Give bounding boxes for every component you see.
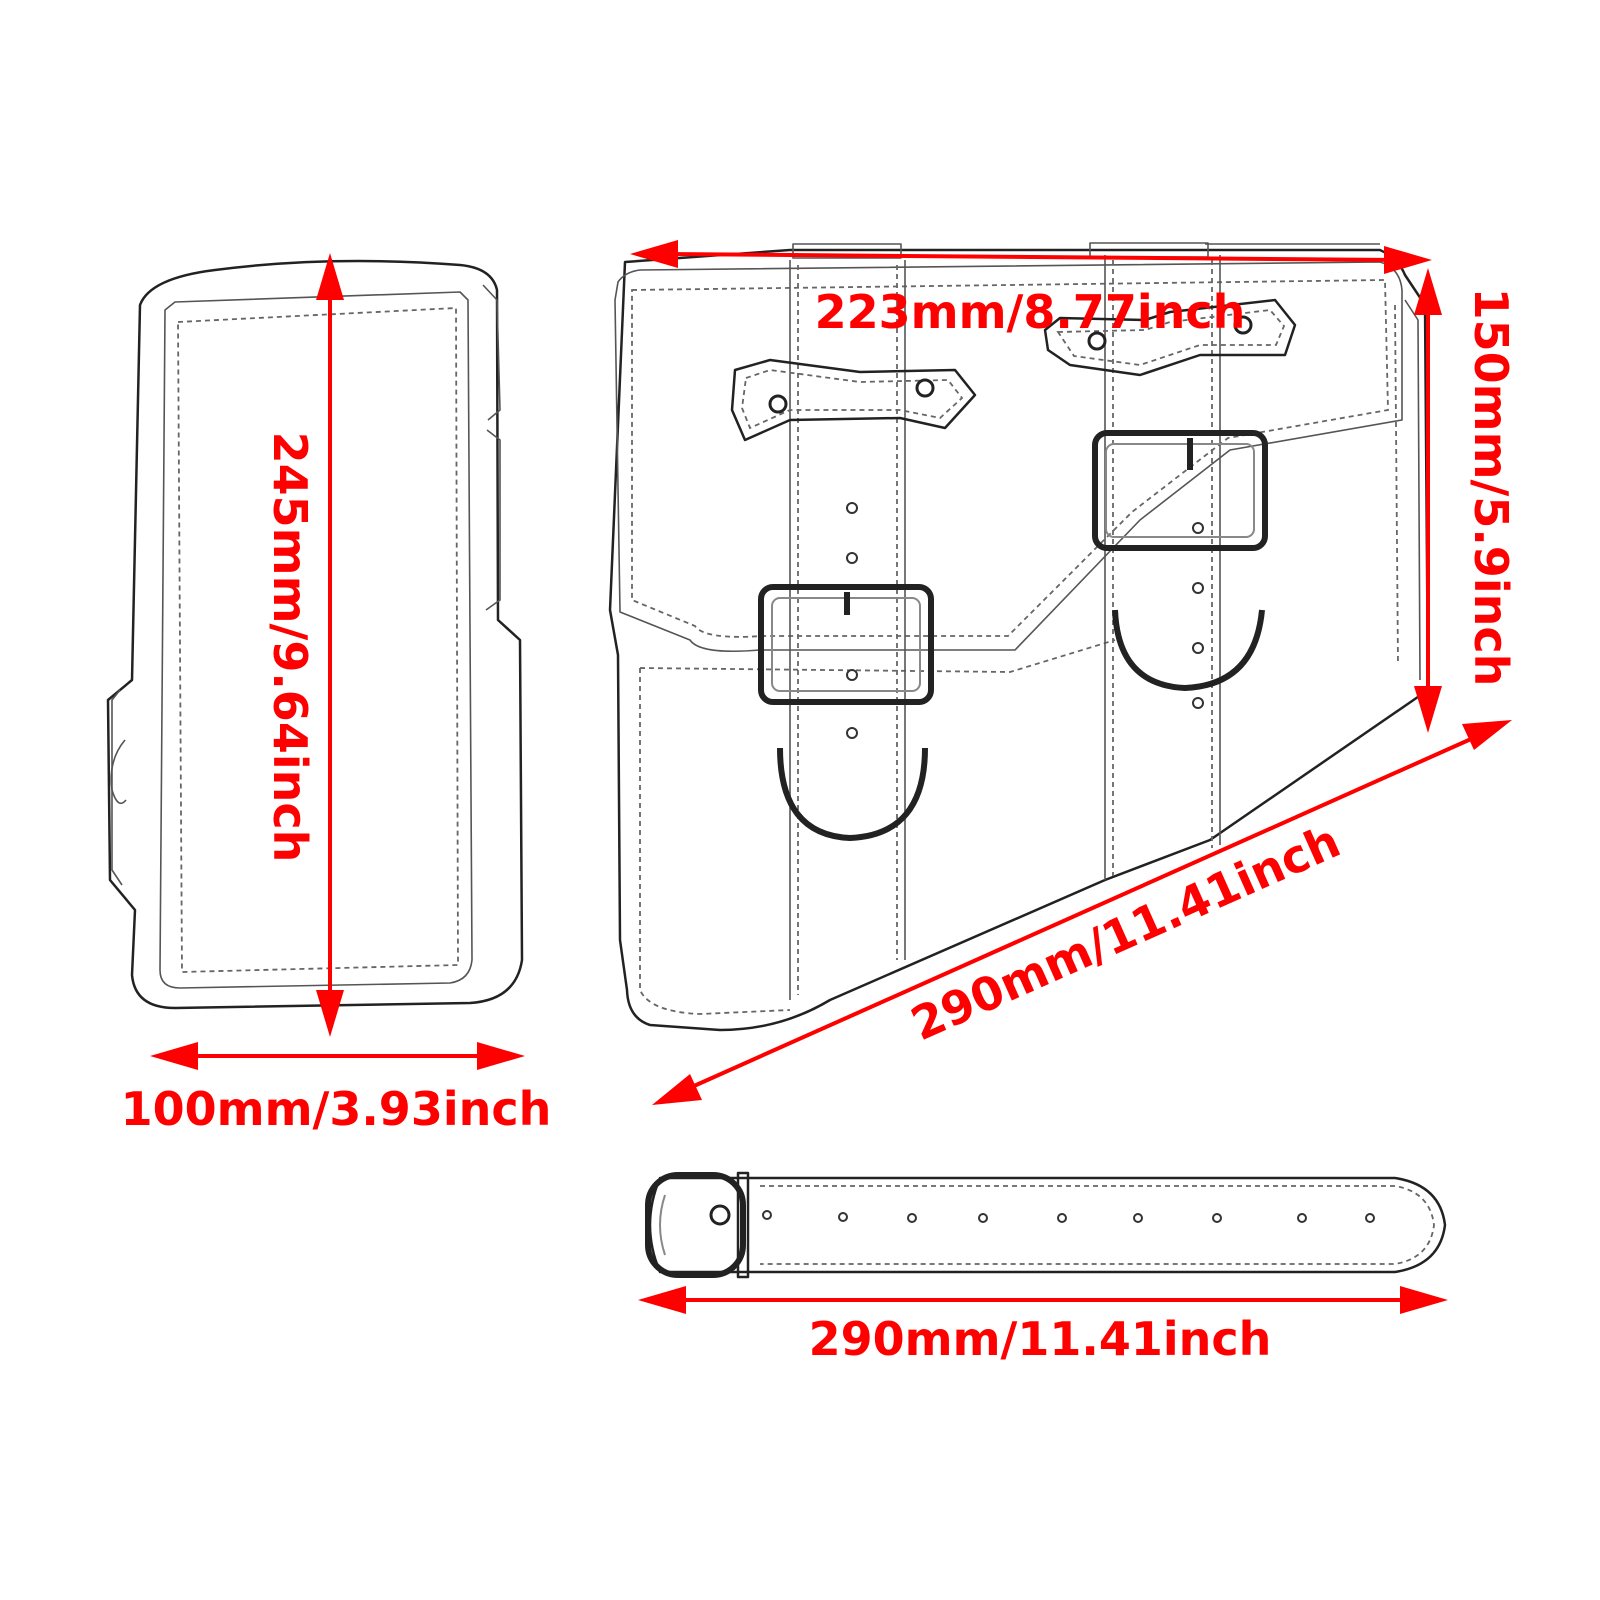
strap-length-label: 290mm/11.41inch	[809, 1312, 1272, 1366]
dimension-arrows	[150, 240, 1512, 1314]
diagonal-label: 290mm/11.41inch	[903, 814, 1348, 1052]
top-width-label: 223mm/8.77inch	[815, 285, 1246, 339]
side-width-label: 100mm/3.93inch	[121, 1082, 552, 1136]
bag-front-view	[608, 242, 1430, 1032]
bag-side-view	[106, 259, 524, 1010]
loose-strap	[645, 1171, 1447, 1279]
right-height-label: 150mm/5.9inch	[1464, 288, 1518, 687]
side-height-label: 245mm/9.64inch	[263, 432, 317, 863]
